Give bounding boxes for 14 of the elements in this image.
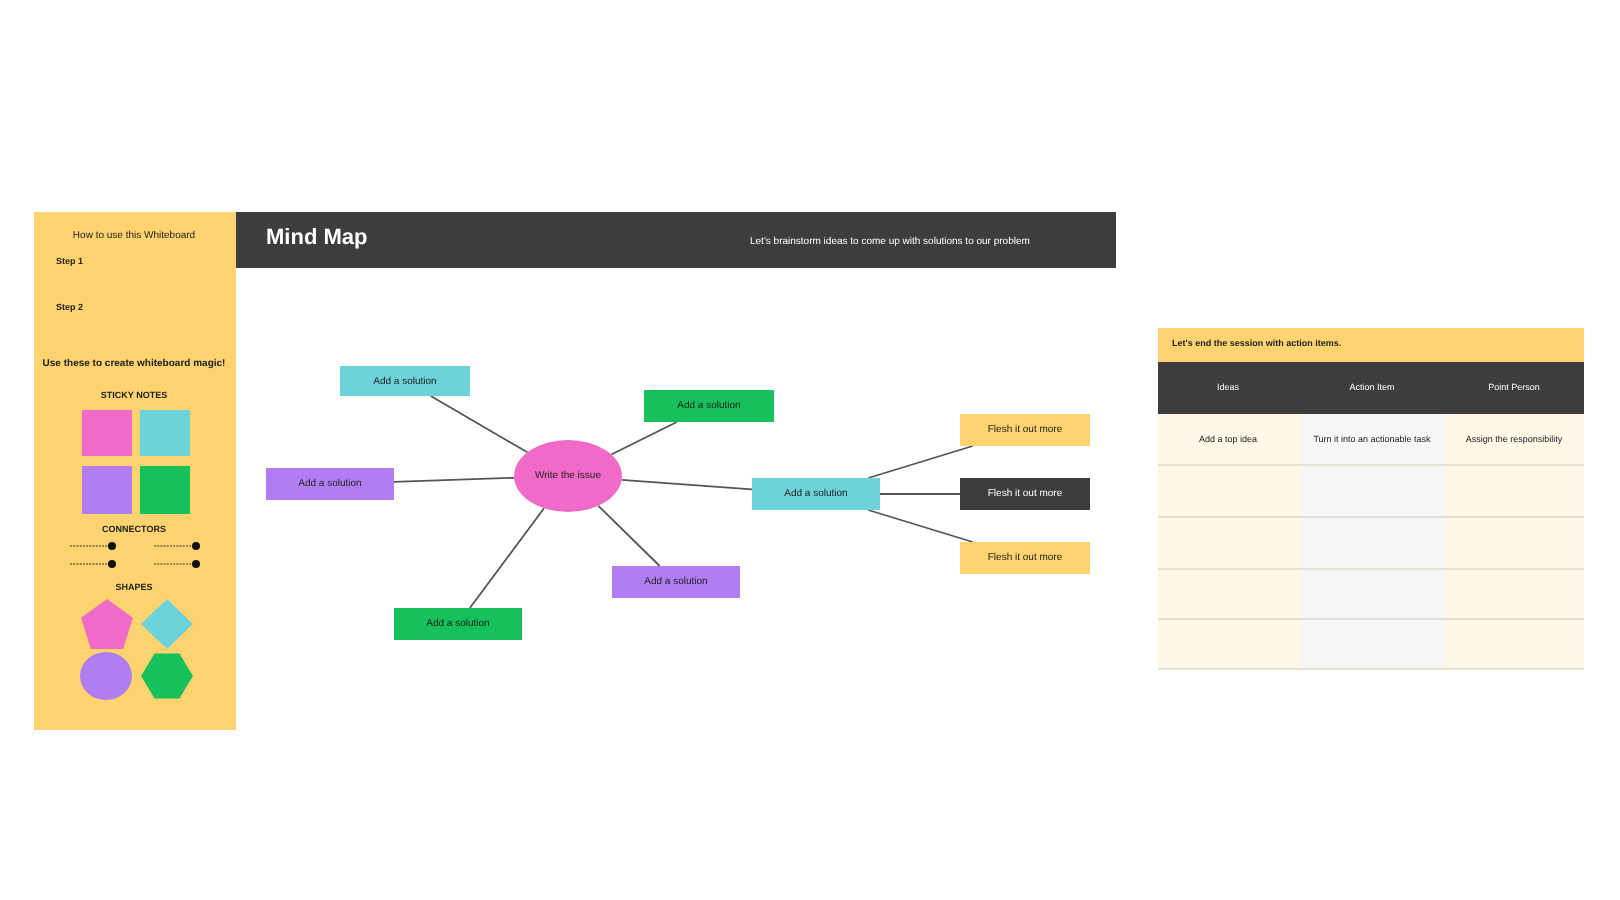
connector-line bbox=[469, 507, 545, 609]
sticky-note bbox=[82, 410, 132, 456]
connector-line bbox=[597, 504, 661, 567]
connector-line bbox=[429, 395, 529, 454]
connector-line bbox=[867, 509, 974, 543]
sticky-note bbox=[140, 466, 190, 514]
sticky-note bbox=[82, 466, 132, 514]
connector-line bbox=[610, 421, 678, 456]
connector-line bbox=[867, 445, 974, 479]
connector-line bbox=[879, 493, 961, 495]
connector-line bbox=[393, 476, 515, 483]
connector-line bbox=[620, 479, 753, 491]
sticky-note bbox=[140, 410, 190, 456]
heading: Mind Map bbox=[266, 226, 368, 250]
